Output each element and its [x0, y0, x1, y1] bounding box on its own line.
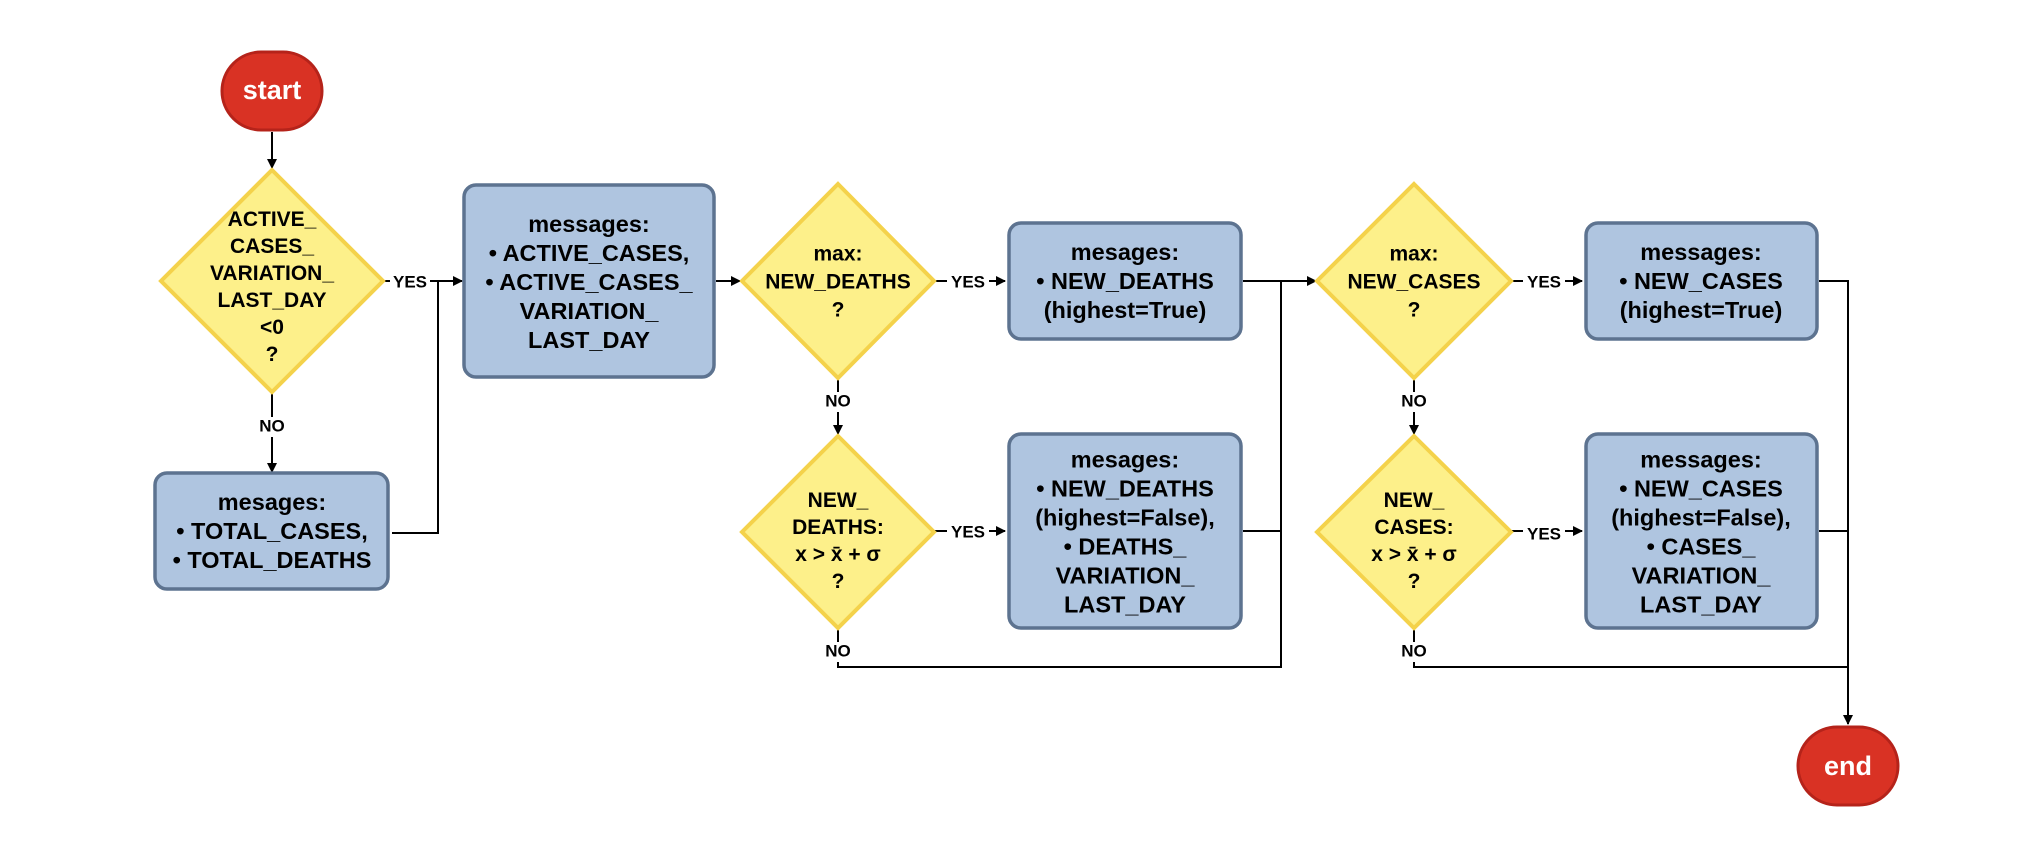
node-label-line: ACTIVE_: [228, 208, 317, 231]
node-label-line: mesages:: [1071, 239, 1179, 265]
node-label-line: CASES:: [1374, 516, 1453, 539]
node-label-line: end: [1824, 751, 1872, 781]
edge-cases-sigma-no: [1413, 630, 1848, 668]
edge-cases-high-to-end: [1819, 280, 1853, 725]
node-label-line: ?: [1408, 570, 1421, 593]
max-new-deaths-decision: max: NEW_DEATHS?: [739, 181, 937, 381]
new-deaths-highest-box: mesages: • NEW_DEATHS (highest=True): [1007, 221, 1243, 341]
node-label-line: (highest=False),: [1611, 505, 1791, 531]
total-messages-box: mesages: • TOTAL_CASES, • TOTAL_DEATHS: [153, 471, 390, 591]
start-terminal: start: [220, 50, 324, 132]
no-label: NO: [1401, 641, 1427, 660]
new-cases-highest-box: messages: • NEW_CASES (highest=True): [1584, 221, 1819, 341]
node-label-line: mesages:: [1071, 447, 1179, 473]
edge-total-to-active-messages: [392, 281, 439, 534]
node-label-line: • NEW_DEATHS: [1036, 476, 1214, 502]
node-label-line: messages:: [1640, 239, 1762, 265]
node-label-line: x > x̄ + σ: [1371, 543, 1457, 566]
no-label: NO: [825, 641, 851, 660]
node-label-line: • ACTIVE_CASES,: [489, 240, 690, 266]
node-label-line: NEW_: [808, 489, 869, 512]
yes-label: YES: [951, 272, 985, 291]
node-label-line: • NEW_CASES: [1619, 476, 1783, 502]
new-cases-variation-box: messages: • NEW_CASES (highest=False), • CA…: [1584, 432, 1819, 630]
node-label-line: messages:: [1640, 447, 1762, 473]
node-label-line: LAST_DAY: [1640, 592, 1762, 618]
no-label: NO: [825, 391, 851, 410]
node-label-line: • TOTAL_DEATHS: [173, 547, 372, 573]
no-label: NO: [1401, 391, 1427, 410]
node-label-line: • ACTIVE_CASES_: [485, 269, 693, 295]
node-label-line: LAST_DAY: [218, 289, 327, 312]
no-label: NO: [259, 416, 285, 435]
yes-label: YES: [951, 522, 985, 541]
node-label-line: CASES_: [230, 235, 314, 258]
node-label-line: max:: [813, 243, 862, 266]
active-cases-messages-box: messages: • ACTIVE_CASES, • ACTIVE_CASES_ V…: [462, 183, 716, 379]
node-label-line: • TOTAL_CASES,: [176, 518, 367, 544]
end-terminal: end: [1796, 725, 1900, 807]
node-label-line: VARIATION_: [1056, 563, 1196, 589]
node-label-line: ?: [1408, 299, 1421, 322]
node-label-line: • NEW_DEATHS: [1036, 268, 1214, 294]
node-label-line: VARIATION_: [210, 262, 334, 285]
node-label-line: LAST_DAY: [528, 327, 650, 353]
node-label-line: NEW_CASES: [1347, 271, 1480, 294]
node-label-line: NEW_: [1384, 489, 1445, 512]
node-label-line: DEATHS:: [792, 516, 884, 539]
node-label-line: (highest=True): [1044, 297, 1207, 323]
node-label-line: NEW_DEATHS: [765, 271, 910, 294]
new-cases-sigma-decision: NEW_ CASES: x > x̄ + σ?: [1314, 433, 1514, 631]
node-label-line: <0: [260, 316, 284, 339]
max-new-cases-decision: max: NEW_CASES?: [1314, 181, 1514, 381]
yes-label: YES: [393, 272, 427, 291]
node-label-line: max:: [1389, 243, 1438, 266]
yes-label: YES: [1527, 272, 1561, 291]
node-label-line: • CASES_: [1647, 534, 1757, 560]
yes-label: YES: [1527, 524, 1561, 543]
node-label-line: messages:: [528, 211, 650, 237]
node-label-line: start: [243, 75, 302, 105]
node-label-line: mesages:: [218, 489, 326, 515]
node-label-line: • DEATHS_: [1064, 534, 1188, 560]
edge-labels: YES NO YES NO YES NO YES NO YES NO: [255, 272, 1565, 662]
node-label-line: ?: [266, 343, 279, 366]
node-label-line: LAST_DAY: [1064, 592, 1186, 618]
active-cases-variation-decision: ACTIVE_ CASES_ VARIATION_ LAST_DAY <0?: [158, 167, 386, 395]
new-deaths-variation-box: mesages: • NEW_DEATHS (highest=False), • DE…: [1007, 432, 1243, 630]
node-label-line: VARIATION_: [520, 298, 660, 324]
node-label-line: ?: [832, 299, 845, 322]
node-label-line: (highest=False),: [1035, 505, 1215, 531]
node-label-line: (highest=True): [1620, 297, 1783, 323]
node-label-line: • NEW_CASES: [1619, 268, 1783, 294]
node-label-line: ?: [832, 570, 845, 593]
node-label-line: VARIATION_: [1632, 563, 1772, 589]
new-deaths-sigma-decision: NEW_ DEATHS: x > x̄ + σ?: [739, 433, 937, 631]
node-label-line: x > x̄ + σ: [795, 543, 881, 566]
